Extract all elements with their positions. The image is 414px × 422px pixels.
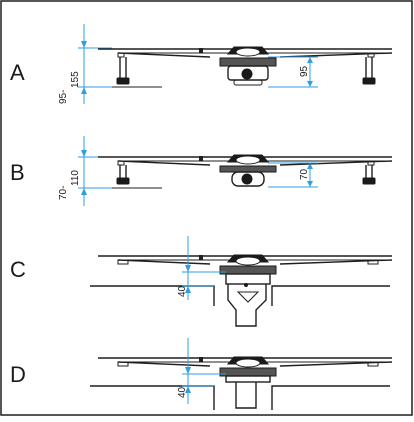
row-c-drain [219,254,277,327]
row-a-height-dim-bottom: 155 [70,71,81,88]
row-c: C 40 [10,236,393,327]
row-a-drain-dimension [268,56,318,88]
row-b-drain [219,154,277,187]
row-a-height-dimension [78,24,112,104]
row-d-drain-dimension [182,338,226,404]
row-d: D 40 [10,338,393,410]
row-b-support-feet [116,165,376,185]
row-a-height-dim-top: 95- [58,90,69,104]
row-c-floor-slab [90,285,390,306]
row-a-drain [219,46,277,86]
row-a-letter: A [10,60,25,85]
row-b: B 70- 110 [10,136,393,206]
row-d-letter: D [10,362,26,387]
row-d-drain [219,356,277,409]
row-a-drain-dim-label: 95 [299,65,310,77]
row-b-height-dim-bottom: 110 [70,170,81,186]
row-b-letter: B [10,160,25,185]
row-b-drain-dimension [268,162,318,188]
row-c-drain-dim-label: 40 [177,285,188,297]
row-c-drain-dimension [182,236,226,300]
row-a: A 95- 155 [10,24,393,104]
row-c-letter: C [10,257,26,282]
row-b-drain-dim-label: 70 [299,168,310,180]
row-d-drain-dim-label: 40 [177,386,188,398]
row-d-floor-slab [90,385,390,410]
row-b-height-dim-top: 70- [58,186,69,200]
row-b-height-dimension [78,136,112,206]
row-a-support-feet [116,57,376,85]
